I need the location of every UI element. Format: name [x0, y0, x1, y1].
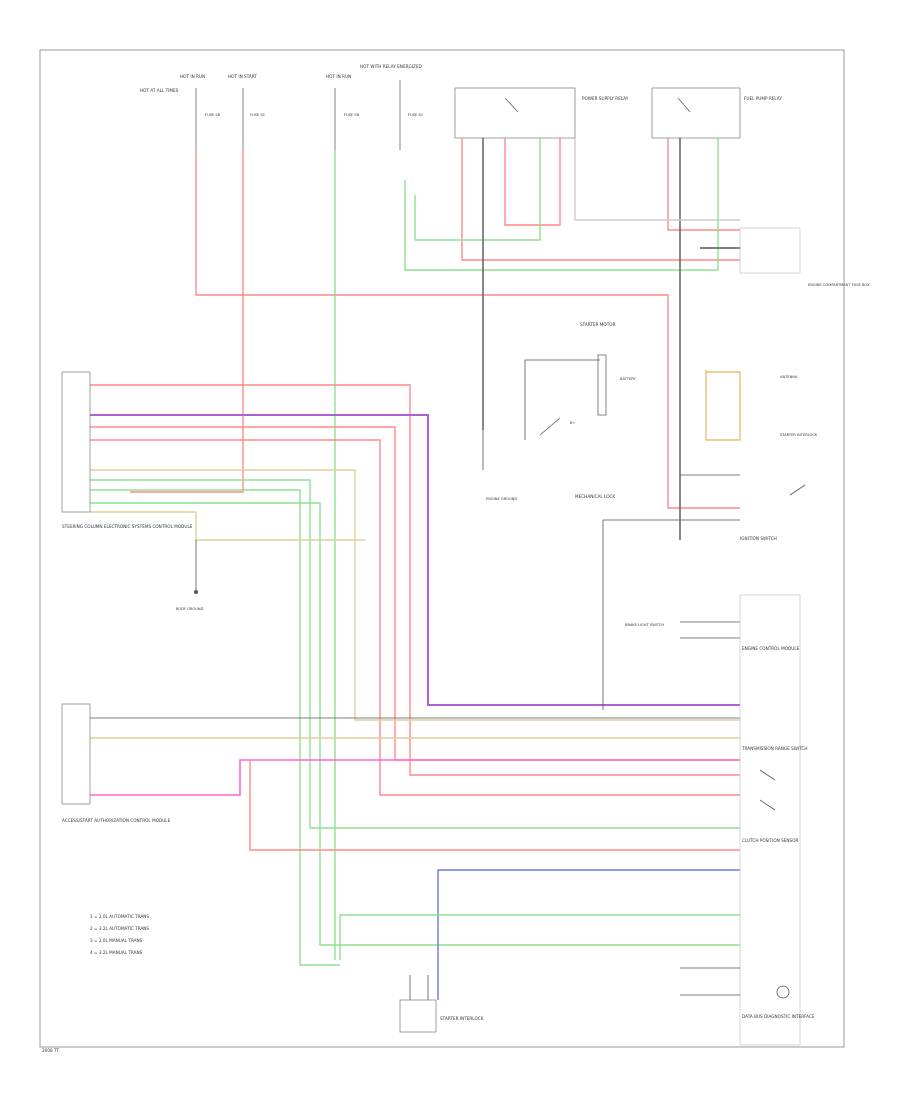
svg-text:ENGINE CONTROL MODULE: ENGINE CONTROL MODULE [742, 646, 800, 651]
svg-text:4 = 3.2L MANUAL TRANS: 4 = 3.2L MANUAL TRANS [90, 950, 143, 955]
svg-text:BODY GROUND: BODY GROUND [176, 607, 204, 611]
svg-text:B+: B+ [570, 421, 575, 425]
diagram-border [39, 49, 845, 1048]
svg-text:CLUTCH POSITION SENSOR: CLUTCH POSITION SENSOR [742, 838, 798, 843]
svg-text:3 = 2.0L MANUAL TRANS: 3 = 2.0L MANUAL TRANS [90, 938, 143, 943]
svg-text:FUSE SB: FUSE SB [205, 113, 221, 117]
svg-text:FUSE SB: FUSE SB [344, 113, 360, 117]
svg-text:HOT IN RUN: HOT IN RUN [180, 74, 205, 79]
power-supply-relay: POWER SUPPLY RELAY [454, 87, 629, 139]
svg-text:POWER SUPPLY RELAY: POWER SUPPLY RELAY [582, 96, 629, 101]
ignition-switch: IGNITION SWITCH [740, 484, 806, 541]
svg-text:HOT IN RUN: HOT IN RUN [326, 74, 351, 79]
body-ground-left: BODY GROUND [176, 540, 204, 611]
svg-text:MECHANICAL LOCK: MECHANICAL LOCK [575, 494, 615, 499]
svg-text:ENGINE GROUND: ENGINE GROUND [486, 497, 517, 501]
svg-text:IGNITION SWITCH: IGNITION SWITCH [740, 536, 777, 541]
starter-battery: STARTER MOTOR BATTERY B+ MECHANICAL LOCK… [482, 322, 637, 501]
svg-text:ACCESS/START AUTHORIZATION CON: ACCESS/START AUTHORIZATION CONTROL MODUL… [62, 818, 171, 823]
svg-text:2 = 3.2L AUTOMATIC TRANS: 2 = 3.2L AUTOMATIC TRANS [90, 926, 149, 931]
steering-column-module: STEERING COLUMN ELECTRONIC SYSTEMS CONTR… [61, 371, 193, 529]
antenna-area: ANTENNA STARTER INTERLOCK DATA BUS DIAGN… [680, 375, 818, 1019]
svg-text:STARTER INTERLOCK: STARTER INTERLOCK [440, 1016, 484, 1021]
svg-text:FUSE SC: FUSE SC [408, 113, 424, 117]
svg-text:FUEL PUMP RELAY: FUEL PUMP RELAY [744, 96, 782, 101]
fuse-area: HOT AT ALL TIMES HOT IN RUN HOT IN START… [140, 64, 424, 150]
svg-text:1 = 2.0L AUTOMATIC TRANS: 1 = 2.0L AUTOMATIC TRANS [90, 914, 149, 919]
ecm: ENGINE CONTROL MODULE TRANSMISSION RANGE… [739, 594, 808, 1046]
svg-text:STARTER MOTOR: STARTER MOTOR [580, 322, 616, 327]
fuel-pump-relay: FUEL PUMP RELAY [651, 87, 782, 139]
wires [90, 138, 741, 1000]
starter-interlock-module: STARTER INTERLOCK [399, 975, 484, 1033]
footer-label: 2008 TT [42, 1048, 59, 1053]
svg-text:ENGINE COMPARTMENT FUSE BOX: ENGINE COMPARTMENT FUSE BOX [808, 283, 870, 287]
svg-text:DATA BUS DIAGNOSTIC INTERFACE: DATA BUS DIAGNOSTIC INTERFACE [742, 1014, 815, 1019]
svg-text:HOT AT ALL TIMES: HOT AT ALL TIMES [140, 88, 179, 93]
access-start-module: ACCESS/START AUTHORIZATION CONTROL MODUL… [61, 703, 171, 823]
svg-text:STARTER INTERLOCK: STARTER INTERLOCK [780, 433, 818, 437]
svg-text:TRANSMISSION RANGE SWITCH: TRANSMISSION RANGE SWITCH [741, 746, 808, 751]
svg-text:STEERING COLUMN ELECTRONIC SYS: STEERING COLUMN ELECTRONIC SYSTEMS CONTR… [62, 524, 193, 529]
svg-text:HOT WITH RELAY ENERGIZED: HOT WITH RELAY ENERGIZED [360, 64, 422, 69]
svg-text:HOT IN START: HOT IN START [228, 74, 257, 79]
svg-text:ANTENNA: ANTENNA [780, 375, 798, 379]
svg-text:BATTERY: BATTERY [620, 377, 637, 381]
brake-light-switch: BRAKE LIGHT SWITCH [625, 621, 740, 639]
legend: 1 = 2.0L AUTOMATIC TRANS 2 = 3.2L AUTOMA… [90, 914, 149, 955]
svg-text:BRAKE LIGHT SWITCH: BRAKE LIGHT SWITCH [625, 623, 664, 627]
svg-text:FUSE SC: FUSE SC [250, 113, 266, 117]
